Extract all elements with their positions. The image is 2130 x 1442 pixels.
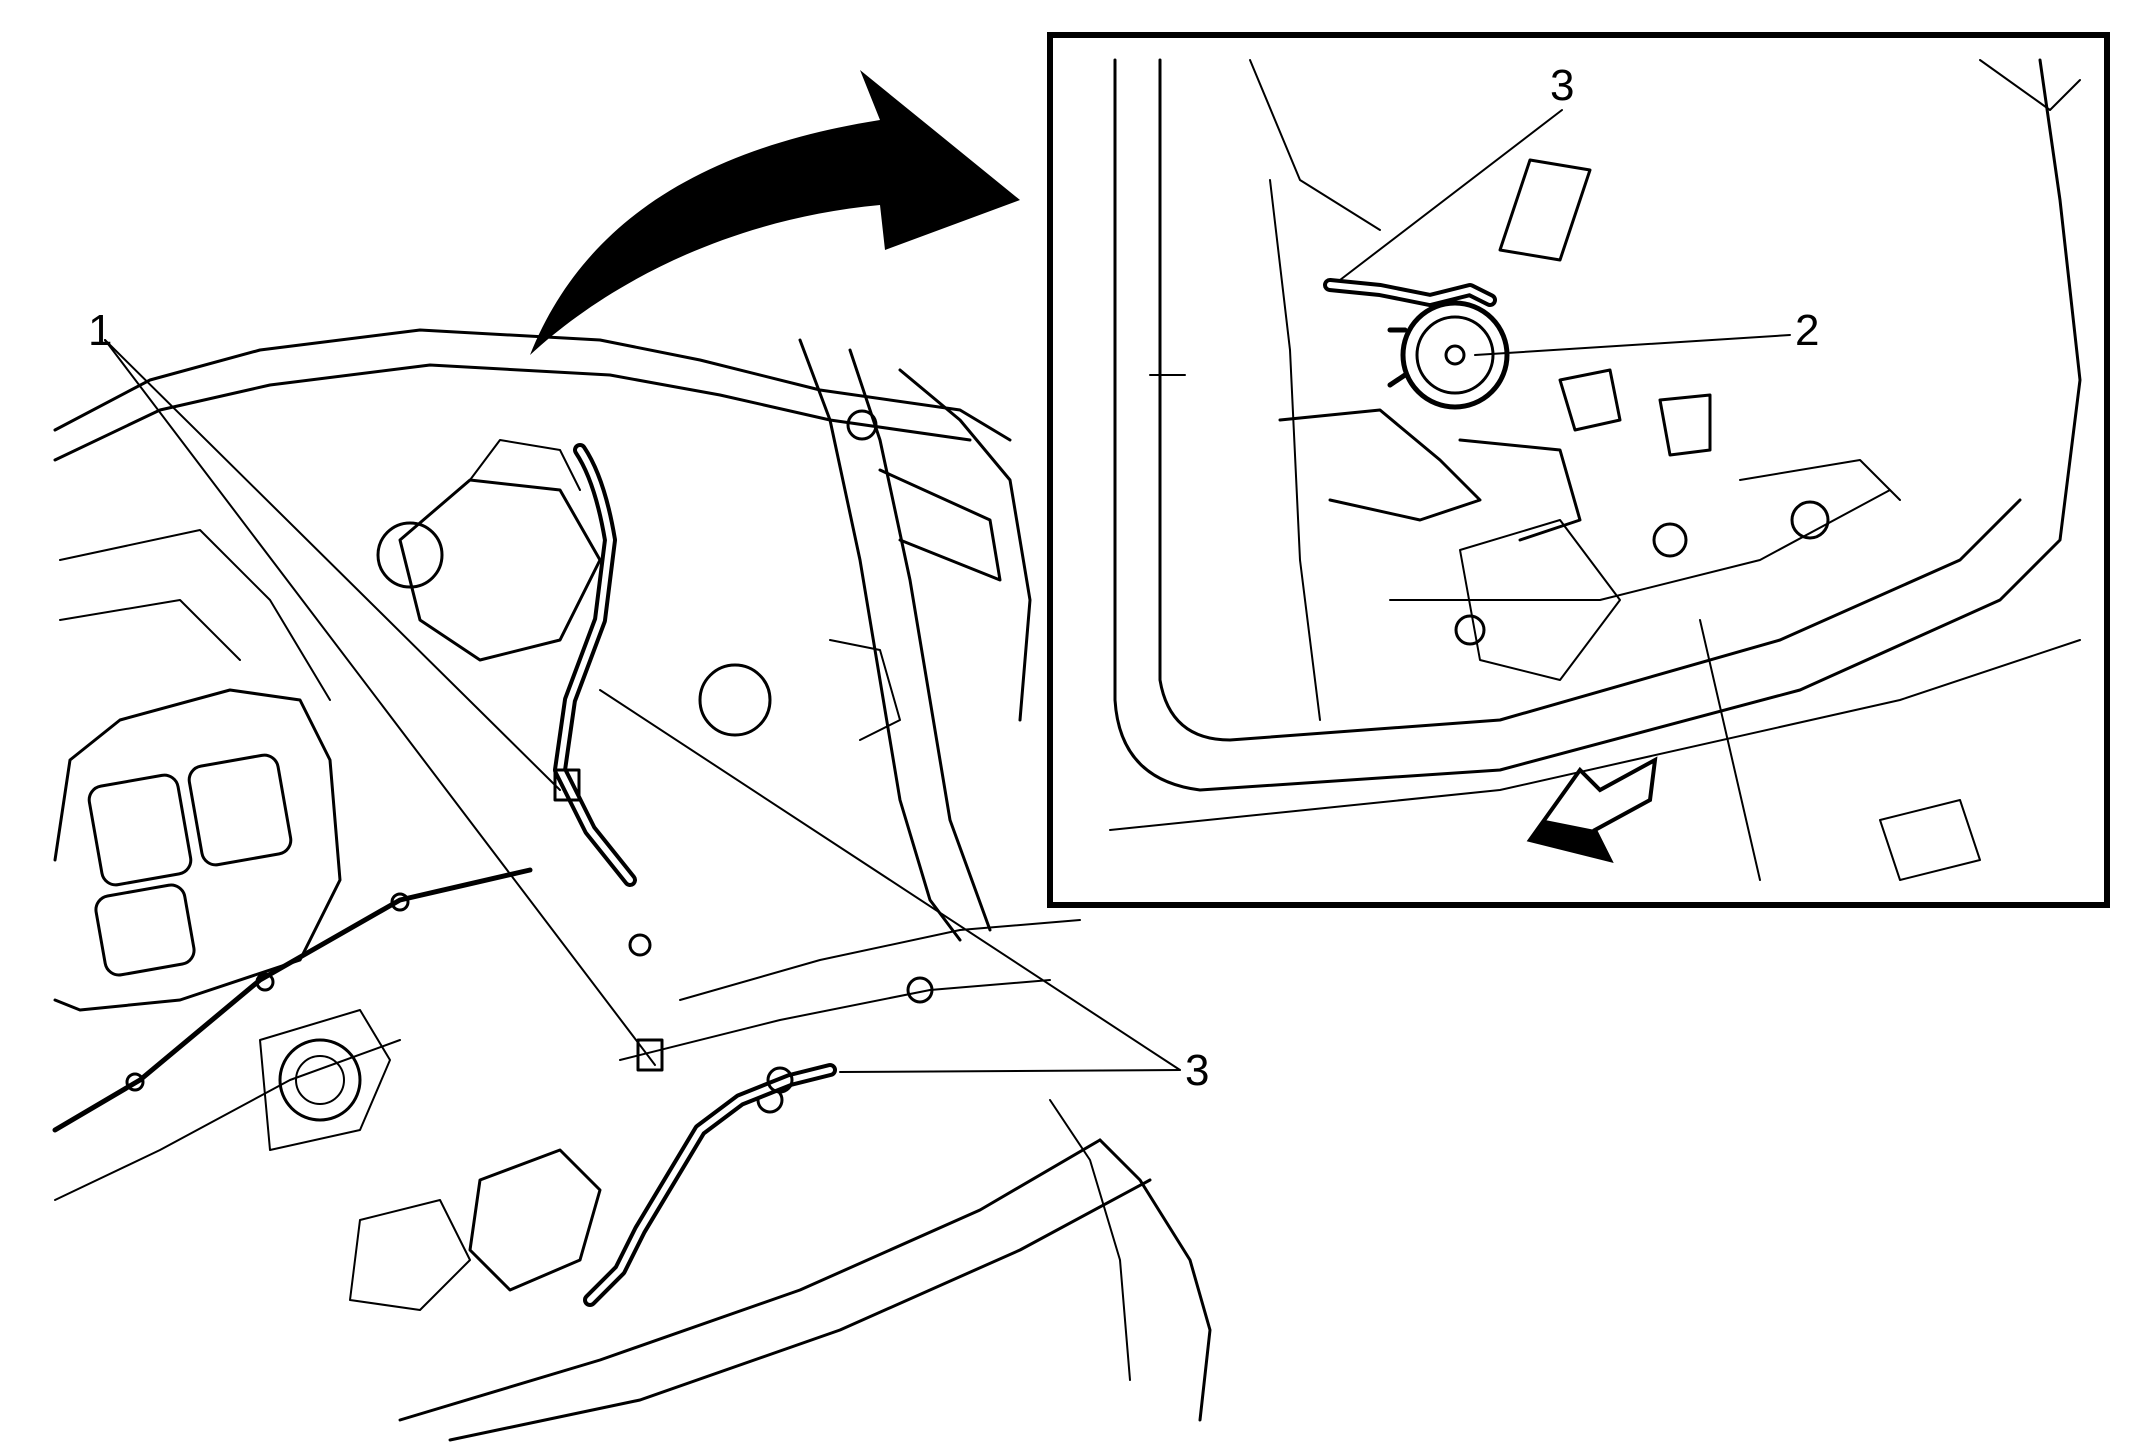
callout-3-inset: 3 (1550, 61, 1574, 110)
fuel-line (52, 867, 533, 1133)
horn-wiring-harness (553, 443, 637, 887)
horn (1387, 300, 1510, 410)
hood-latch (468, 1148, 602, 1292)
inset-fender-opening (1113, 58, 2082, 792)
callout-2: 2 (1795, 306, 1819, 355)
upper-tie-bar (53, 328, 1012, 442)
reservoir-cap (698, 663, 772, 737)
harness-clip (636, 1038, 664, 1072)
magnify-arrow (530, 70, 1020, 355)
front-bumper (398, 1138, 1102, 1422)
leader-lines (104, 109, 1791, 1073)
callout-1: 1 (88, 306, 112, 355)
brake-reservoir (398, 478, 602, 662)
callout-3-main: 3 (1185, 1046, 1209, 1095)
fender-structure (798, 338, 962, 942)
inset-frame (1047, 32, 2110, 908)
inset-detail-view (1047, 32, 2110, 908)
engine-bay-view (52, 328, 1212, 1442)
horn-harness-lower (583, 1063, 837, 1307)
inset-bracket (1498, 158, 1592, 262)
engine-cover (53, 688, 342, 1012)
